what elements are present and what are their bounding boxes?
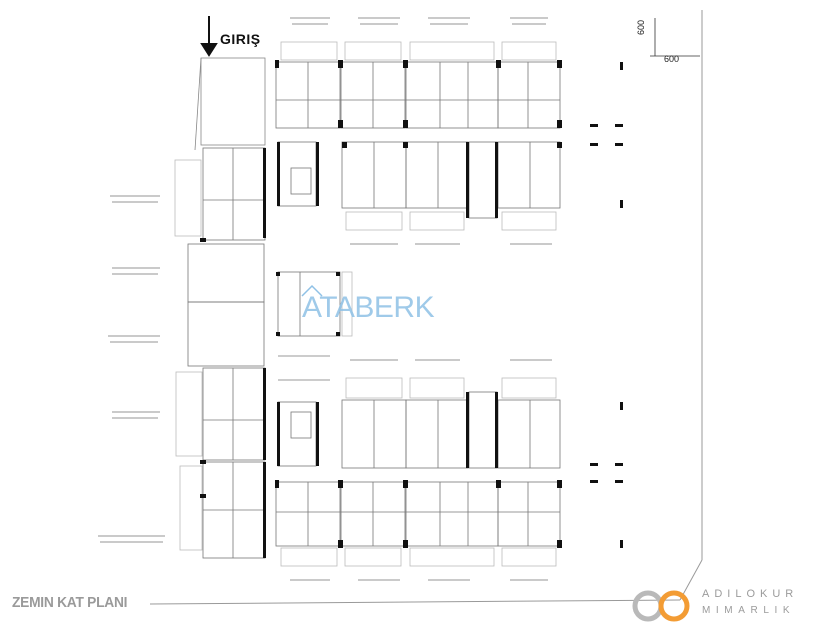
column-marks xyxy=(590,62,623,548)
brand-name: ADILOKUR xyxy=(702,588,799,600)
brand-subtitle: MIMARLIK xyxy=(702,605,796,616)
entry-arrow xyxy=(200,16,218,57)
top-block-row2 xyxy=(277,141,561,231)
left-wing-units xyxy=(174,147,266,559)
watermark: ATABERK xyxy=(302,291,435,324)
bottom-block-walls xyxy=(275,480,562,548)
bottom-block-row1 xyxy=(277,377,561,469)
dimension-horizontal: 600 xyxy=(664,54,680,64)
dimension-vertical: 600 xyxy=(636,19,646,35)
entry-area xyxy=(194,57,266,151)
top-block-walls xyxy=(275,60,562,128)
bottom-block-row2 xyxy=(275,481,561,567)
plan-title: ZEMIN KAT PLANI xyxy=(12,594,128,611)
center-walls xyxy=(276,272,340,336)
center-core xyxy=(277,271,353,381)
brand-logo-icon xyxy=(632,590,690,622)
dimension-lines xyxy=(650,18,700,57)
top-block-units xyxy=(275,41,561,129)
left-wing-walls xyxy=(200,148,266,558)
room-annotations xyxy=(98,17,552,581)
watermark-house-icon xyxy=(301,284,323,297)
bottom-core-walls xyxy=(277,392,498,468)
top-core-walls xyxy=(277,142,562,218)
brand-block: ADILOKUR MIMARLIK xyxy=(626,588,836,624)
site-boundary xyxy=(149,10,703,605)
entry-label: GIRIŞ xyxy=(220,31,261,47)
